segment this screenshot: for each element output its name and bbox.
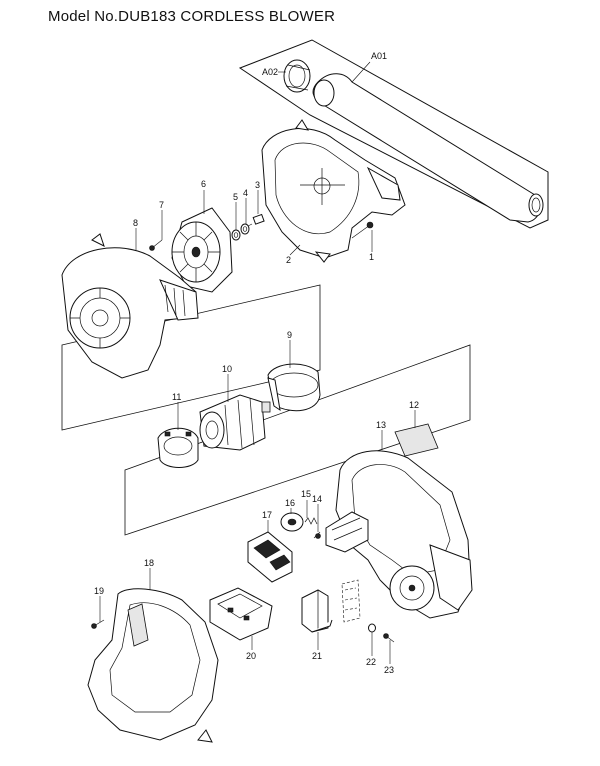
label-6: 6 [201, 179, 206, 189]
washer-5 [231, 229, 241, 241]
label-12: 12 [409, 400, 419, 410]
label-4: 4 [243, 188, 248, 198]
screw-19 [91, 619, 105, 629]
dial-16 [280, 512, 304, 532]
switch-assembly [325, 511, 369, 553]
label-13: 13 [376, 420, 386, 430]
label-15: 15 [301, 489, 311, 499]
motor-ring-9 [267, 363, 321, 412]
label-9: 9 [287, 330, 292, 340]
label-20: 20 [246, 651, 256, 661]
label-1: 1 [369, 252, 374, 262]
label-23: 23 [384, 665, 394, 675]
screw-1 [351, 221, 374, 239]
label-10: 10 [222, 364, 232, 374]
leader-a01 [351, 61, 371, 83]
diagram-title: Model No.DUB183 CORDLESS BLOWER [48, 8, 336, 25]
label-5: 5 [233, 192, 238, 202]
label-14: 14 [312, 494, 322, 504]
motor-10 [199, 394, 271, 451]
label-22: 22 [366, 657, 376, 667]
pipe-ring-a02 [283, 59, 311, 93]
screw-23 [383, 633, 395, 643]
label-3: 3 [255, 180, 260, 190]
switch-17 [247, 531, 293, 583]
label-16: 16 [285, 498, 295, 508]
controller-ghost [341, 579, 361, 623]
group-frame-upper [61, 284, 321, 431]
washer-4 [240, 223, 250, 235]
housing-cover-2 [261, 119, 406, 263]
label-a02: A02 [262, 67, 278, 77]
label-21: 21 [312, 651, 322, 661]
label-11: 11 [172, 392, 181, 402]
bracket-11 [157, 427, 199, 468]
screw-14 [313, 531, 321, 539]
label-19: 19 [94, 586, 104, 596]
nozzle-pipe-a01 [238, 39, 549, 229]
label-7: 7 [159, 200, 164, 210]
bracket-plate-21 [301, 589, 333, 633]
label-18: 18 [144, 558, 154, 568]
label-8: 8 [133, 218, 138, 228]
fan-housing-8 [61, 233, 199, 379]
leader-2 [289, 244, 301, 256]
label-17: 17 [262, 510, 272, 520]
washer-22 [368, 623, 376, 633]
fan-6 [171, 207, 233, 293]
bolt-3 [243, 213, 265, 229]
label-a01: A01 [371, 51, 387, 61]
main-housing-13 [335, 450, 473, 619]
screw-7 [149, 239, 163, 251]
label-plate-12 [394, 423, 439, 457]
terminal-block-20 [209, 587, 273, 641]
spring-15 [304, 517, 318, 525]
housing-half-18 [87, 588, 219, 743]
label-2: 2 [286, 255, 291, 265]
group-frame-middle [124, 344, 471, 536]
